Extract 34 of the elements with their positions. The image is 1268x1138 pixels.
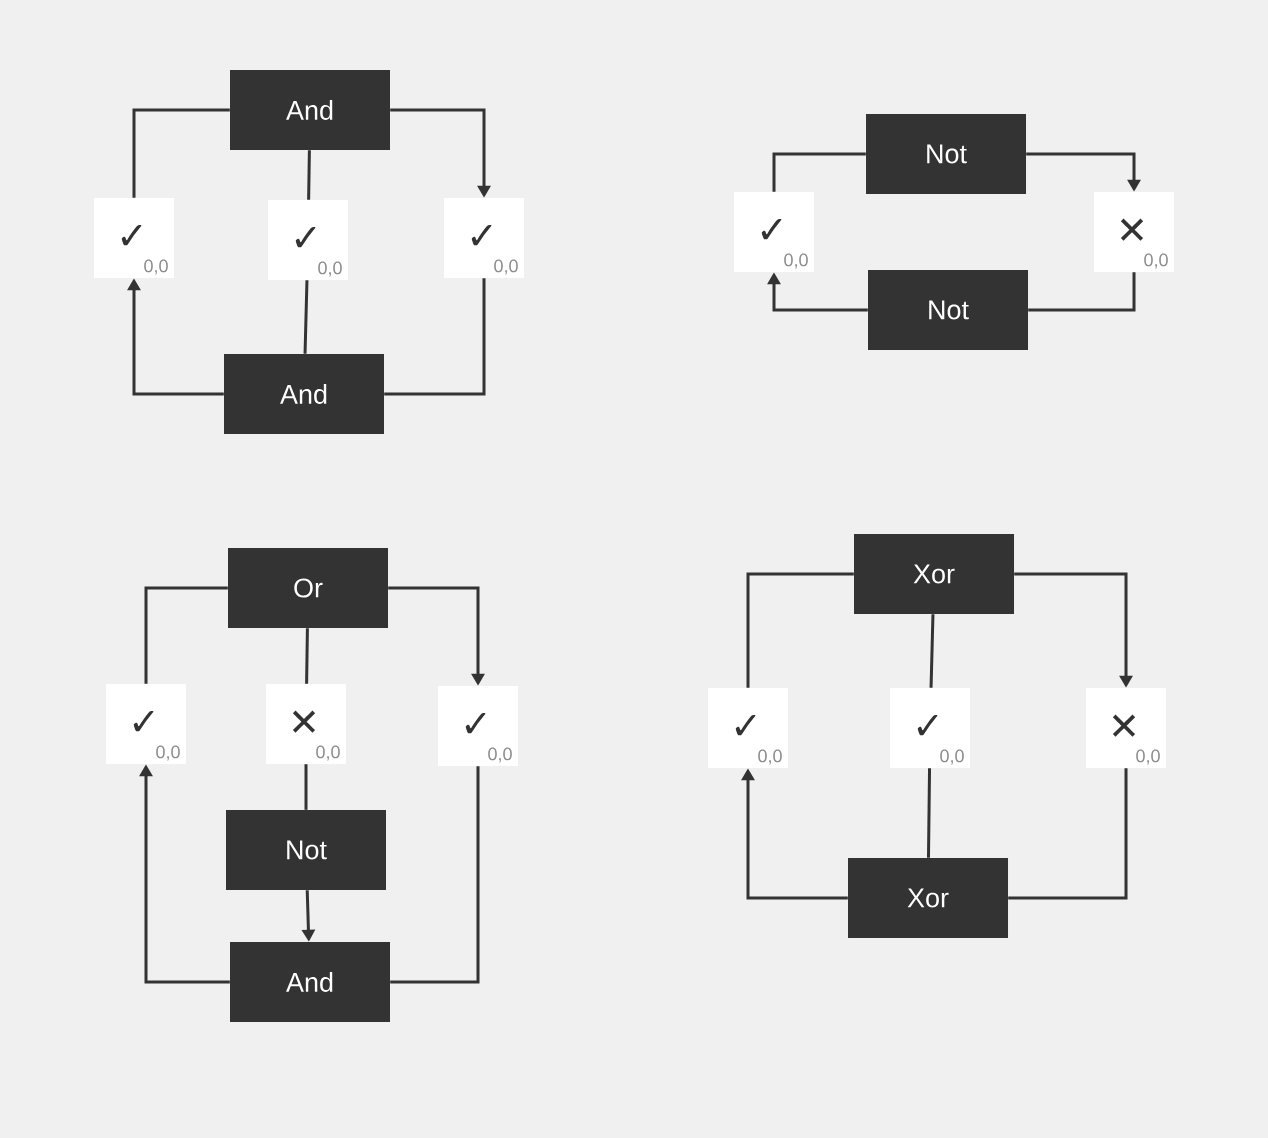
state-cell: ✓ 0,0: [708, 688, 788, 768]
connector-line: [390, 766, 480, 984]
state-cell: ✓ 0,0: [438, 686, 518, 766]
gate-box: Not: [866, 114, 1026, 194]
state-cell: ✓ 0,0: [890, 688, 970, 768]
state-cell: ✓ 0,0: [94, 198, 174, 278]
state-cell: ✕ 0,0: [266, 684, 346, 764]
state-cell: ✕ 0,0: [1086, 688, 1166, 768]
connector-line: [927, 768, 932, 858]
connector-line: [1008, 768, 1128, 900]
connector-line: [772, 152, 866, 192]
gate-box: Or: [228, 548, 388, 628]
state-cell: ✓ 0,0: [444, 198, 524, 278]
connector-line: [384, 278, 486, 396]
gate-box: Xor: [848, 858, 1008, 938]
state-cell: ✓ 0,0: [734, 192, 814, 272]
connector-line: [307, 150, 311, 200]
connector-line: [746, 572, 854, 688]
gate-box: Not: [868, 270, 1028, 350]
connector-line: [144, 586, 228, 684]
connector-line: [304, 764, 308, 810]
gate-box: Not: [226, 810, 386, 890]
connector-line: [1028, 272, 1136, 312]
connector-line: [132, 108, 230, 198]
state-cell: ✕ 0,0: [1094, 192, 1174, 272]
state-cell: ✓ 0,0: [106, 684, 186, 764]
gate-box: And: [230, 942, 390, 1022]
connector-line: [929, 614, 935, 688]
state-cell: ✓ 0,0: [268, 200, 348, 280]
connector-line: [305, 628, 309, 684]
gate-box: And: [230, 70, 390, 150]
gate-box: And: [224, 354, 384, 434]
connector-line: [303, 280, 309, 354]
gate-box: Xor: [854, 534, 1014, 614]
